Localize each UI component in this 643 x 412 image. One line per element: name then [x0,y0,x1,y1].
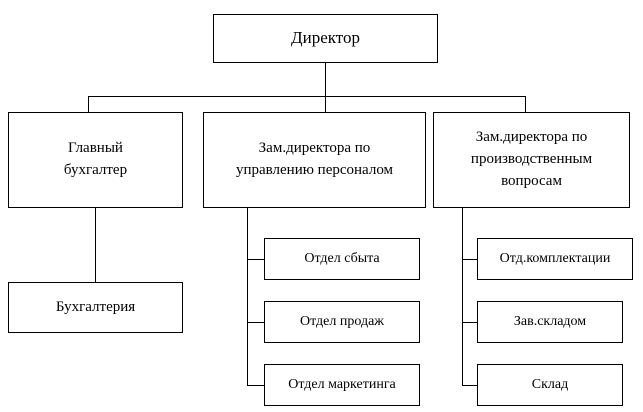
node-deputy-hr-label: Зам.директора по управлению персоналом [235,140,394,178]
node-marketing-department-label: Отдел маркетинга [288,376,396,392]
node-deputy-production[interactable]: Зам.директора по производственным вопрос… [433,112,630,208]
node-selling-department-label: Отдел продаж [300,313,384,329]
node-completion-department[interactable]: Отд.комплектации [477,238,633,280]
node-chief-accountant[interactable]: Главный бухгалтер [8,112,183,208]
node-chief-accountant-label: Главный бухгалтер [63,140,128,178]
connector-hr-branch-3 [247,385,264,386]
node-warehouse-manager[interactable]: Зав.складом [477,301,623,343]
connector-prod-spine [462,208,463,385]
node-accounting-dept[interactable]: Бухгалтерия [8,282,183,333]
connector-hr-branch-1 [247,259,264,260]
connector-accountant-to-accounting [95,208,96,282]
node-accounting-dept-label: Бухгалтерия [55,298,136,315]
node-sales-department[interactable]: Отдел сбыта [264,238,420,280]
connector-prod-branch-3 [462,385,477,386]
connector-director-stem [325,63,326,96]
node-warehouse-manager-label: Зав.складом [513,313,587,329]
connector-prod-branch-2 [462,322,477,323]
node-deputy-hr[interactable]: Зам.директора по управлению персоналом [203,112,426,208]
connector-drop-accountant [88,96,89,112]
node-director-label: Директор [291,28,360,48]
connector-prod-branch-1 [462,259,477,260]
connector-hr-branch-2 [247,322,264,323]
node-sales-department-label: Отдел сбыта [304,250,380,266]
node-deputy-production-label: Зам.директора по производственным вопрос… [470,129,593,189]
connector-drop-prod [525,96,526,112]
node-warehouse-label: Склад [531,376,569,392]
node-marketing-department[interactable]: Отдел маркетинга [264,364,420,406]
connector-level2-bus [88,96,525,97]
node-selling-department[interactable]: Отдел продаж [264,301,420,343]
node-warehouse[interactable]: Склад [477,364,623,406]
node-director[interactable]: Директор [213,14,438,63]
connector-drop-hr [325,96,326,112]
node-completion-department-label: Отд.комплектации [499,250,611,266]
connector-hr-spine [247,208,248,385]
